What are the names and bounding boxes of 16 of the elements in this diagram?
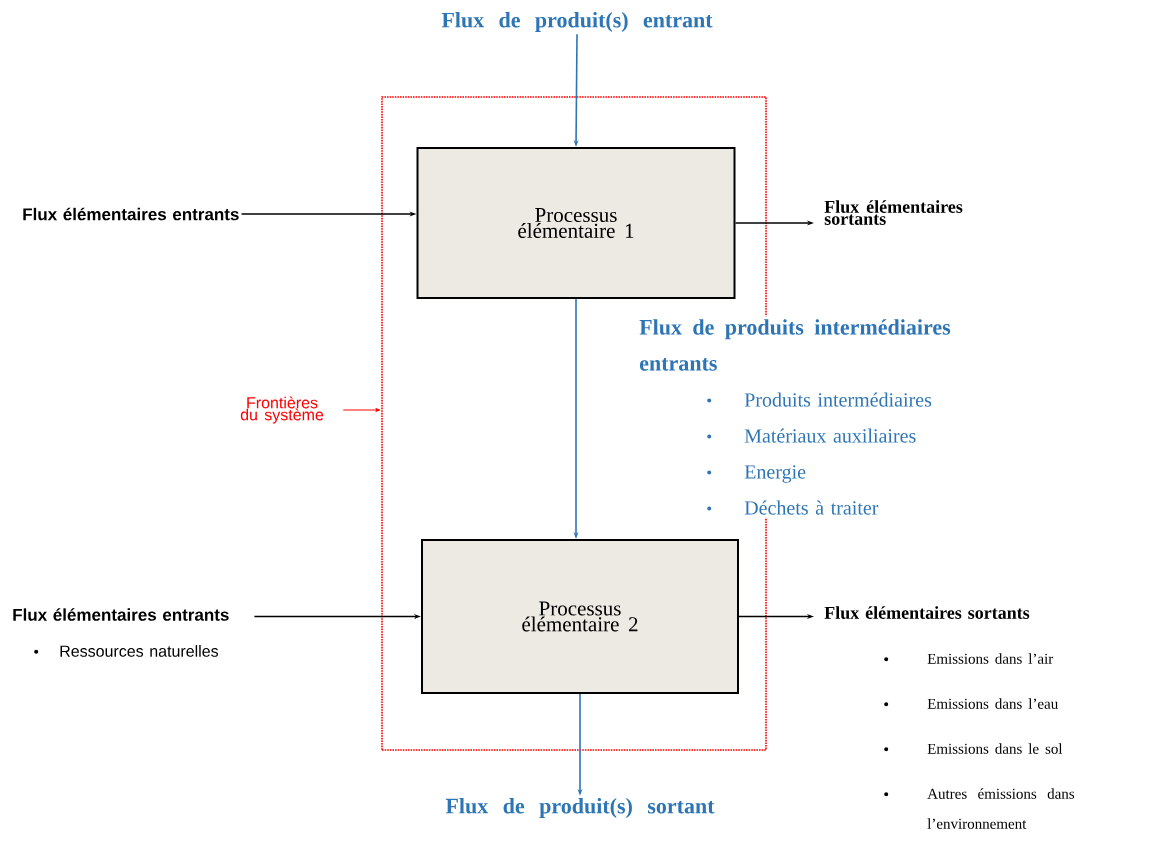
- leader-line: [342, 408, 381, 412]
- label: Energie: [744, 465, 806, 483]
- label: Déchets à traiter: [744, 500, 879, 515]
- process-box: Processus élémentaire 2: [421, 539, 739, 694]
- process-box: Processus élémentaire 1: [416, 147, 736, 299]
- flow-heading: Flux de produit(s) entrant: [441, 12, 713, 32]
- boundary-label: Frontières du système: [240, 396, 324, 424]
- label: Matériaux auxiliaires: [744, 428, 916, 443]
- label: Flux de produits intermédiaires entrants: [639, 319, 951, 371]
- flow-label: Flux élémentaires sortants: [824, 200, 963, 225]
- flow-label: Flux élémentaires sortants Emissions dans l’air Emissions dans l’eau Emissions dans le sol Autres émissions dans l’environnement: [824, 606, 1075, 829]
- label: Produits intermédiaires: [744, 392, 932, 407]
- label-block: Flux de produits intermédiaires entrants Produits intermédiaires Matériaux auxiliaires Energie Déchets à traiter: [636, 316, 983, 518]
- flow-label: Flux élémentaires entrants: [23, 207, 239, 221]
- flow-heading: Flux de produit(s) sortant: [445, 798, 715, 818]
- flow-label: Flux élémentaires entrants Ressources naturelles: [13, 608, 229, 657]
